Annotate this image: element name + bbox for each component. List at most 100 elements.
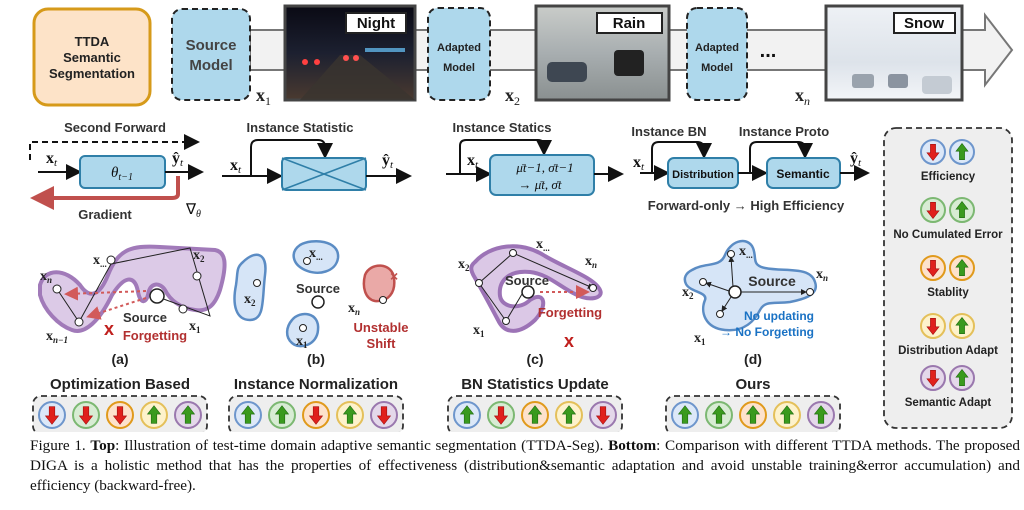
panel-c-source: Source <box>505 273 549 288</box>
panel-b-note-2: Shift <box>367 336 397 351</box>
pipeline-c-top-label: Instance Statics <box>453 120 552 135</box>
property-badge-efficiency <box>234 401 262 429</box>
panel-a-title: Optimization Based <box>50 376 190 393</box>
property-badge-semantic-adapt <box>807 401 835 429</box>
pipeline-c-input: xt <box>467 152 479 171</box>
pipeline-b-top-label: Instance Statistic <box>247 120 354 135</box>
arrow-down-icon <box>376 406 392 425</box>
arrow-up-icon <box>561 405 577 424</box>
arrow-up-icon <box>146 405 162 424</box>
panel-a-diagram: x... x2 xn xn−1 x1 Source x Forgetting <box>38 244 227 345</box>
pipeline-a-output: ŷt <box>172 150 184 169</box>
svg-text:x1: x1 <box>189 319 201 335</box>
domain-label-night: Night <box>357 15 395 32</box>
property-rows <box>32 395 841 432</box>
property-row-a <box>32 395 208 432</box>
property-badge-stablity <box>521 401 549 429</box>
domain-label-rain: Rain <box>613 15 646 32</box>
pipeline-a-input: xt <box>46 150 58 169</box>
legend-box <box>883 127 1013 429</box>
property-badge-efficiency <box>453 401 481 429</box>
panel-d-title: Ours <box>735 376 770 393</box>
svg-text:xn: xn <box>348 301 360 317</box>
gradient-arrow <box>30 176 180 210</box>
svg-text:xn: xn <box>585 254 597 270</box>
arrow-down-icon <box>926 201 940 220</box>
arrow-down-icon <box>44 406 60 425</box>
adapted-model-2-line-1: Adapted <box>695 42 739 54</box>
task-box: TTDA Semantic Segmentation <box>32 7 152 107</box>
model-theta-label: θt−1 <box>111 165 133 183</box>
property-badge-efficiency <box>38 401 66 429</box>
pipeline-b: Instance Statistic xt ŷt <box>222 120 412 191</box>
adapted-model-1-line-1: Adapted <box>437 42 481 54</box>
panel-b-diagram: × x2 x... x1 xn Source Unstable Shift <box>233 240 408 351</box>
domain-image-snow: Snow <box>824 4 964 102</box>
source-model-box: Source Model <box>171 8 251 101</box>
legend-badge-up <box>949 197 975 223</box>
property-badge-distribution-adapt <box>555 401 583 429</box>
legend-label: Semantic Adapt <box>905 397 992 409</box>
property-badge-semantic-adapt <box>370 401 398 429</box>
legend-badge-down <box>920 197 946 223</box>
arrow-up-icon <box>274 405 290 424</box>
svg-text:x: x <box>564 331 574 351</box>
bn-statistics-line-2: → μ̄t, σ̄t <box>519 177 562 192</box>
property-badge-semantic-adapt <box>174 401 202 429</box>
panel-d-caption: (d) <box>744 351 762 367</box>
adapted-model-box-1: Adapted Model <box>427 7 491 101</box>
svg-text:xn: xn <box>816 267 828 283</box>
adapted-model-1-line-2: Model <box>443 62 475 74</box>
domain-label-snow: Snow <box>904 15 944 32</box>
property-badge-stablity <box>739 401 767 429</box>
panel-d-note-1: No updating <box>744 309 814 323</box>
pipeline-d-input: xt <box>633 154 645 173</box>
legend-badge-down <box>920 255 946 281</box>
property-badge-stablity <box>106 401 134 429</box>
arrow-up-icon <box>711 405 727 424</box>
property-badge-stablity <box>302 401 330 429</box>
pipeline-b-output: ŷt <box>382 152 394 171</box>
svg-text:xn−1: xn−1 <box>46 329 68 345</box>
panel-a-caption: (a) <box>111 351 128 367</box>
property-row-d <box>665 395 841 432</box>
arrow-up-icon <box>955 368 969 387</box>
property-badge-no-cumulated-error <box>487 401 515 429</box>
legend-item: Stablity <box>920 255 975 299</box>
gradient-label: Gradient <box>78 207 132 222</box>
svg-text:x1: x1 <box>694 331 706 347</box>
legend-item: Semantic Adapt <box>905 365 992 409</box>
property-badge-no-cumulated-error <box>705 401 733 429</box>
caption-top-label: Top <box>90 437 116 454</box>
panel-c-note: Forgetting <box>538 305 602 320</box>
panel-a-source: Source <box>123 310 167 325</box>
legend-badge-up <box>949 139 975 165</box>
bn-statistics-line-1: μ̄t−1, σ̄t−1 <box>515 160 573 175</box>
svg-text:x: x <box>104 319 114 339</box>
task-box-line-1: TTDA <box>75 34 110 49</box>
legend-item: No Cumulated Error <box>893 197 1003 241</box>
efficiency-note: Forward-only → High Efficiency <box>648 198 845 213</box>
panel-b-title: Instance Normalization <box>234 376 398 393</box>
panel-a-note: Forgetting <box>123 328 187 343</box>
legend-item: Efficiency <box>920 139 976 183</box>
task-box-line-3: Segmentation <box>49 66 135 81</box>
instance-proto-label: Instance Proto <box>739 124 829 139</box>
arrow-down-icon <box>926 143 940 162</box>
arrow-up-icon <box>240 405 256 424</box>
arrow-up-icon <box>459 405 475 424</box>
legend-label: Distribution Adapt <box>898 345 998 357</box>
arrow-up-icon <box>745 405 761 424</box>
property-badge-no-cumulated-error <box>72 401 100 429</box>
source-model-line-1: Source <box>186 37 237 54</box>
task-box-line-2: Semantic <box>63 50 121 65</box>
arrow-down-icon <box>78 406 94 425</box>
legend-label: No Cumulated Error <box>893 229 1003 241</box>
svg-text:x2: x2 <box>458 257 470 273</box>
svg-text:x...: x... <box>93 253 107 269</box>
arrow-down-icon <box>112 406 128 425</box>
domain-image-night: Night <box>283 4 417 102</box>
panel-b-caption: (b) <box>307 351 325 367</box>
pipeline-a-top-label: Second Forward <box>64 120 166 135</box>
pipeline-b-input: xt <box>230 157 242 176</box>
